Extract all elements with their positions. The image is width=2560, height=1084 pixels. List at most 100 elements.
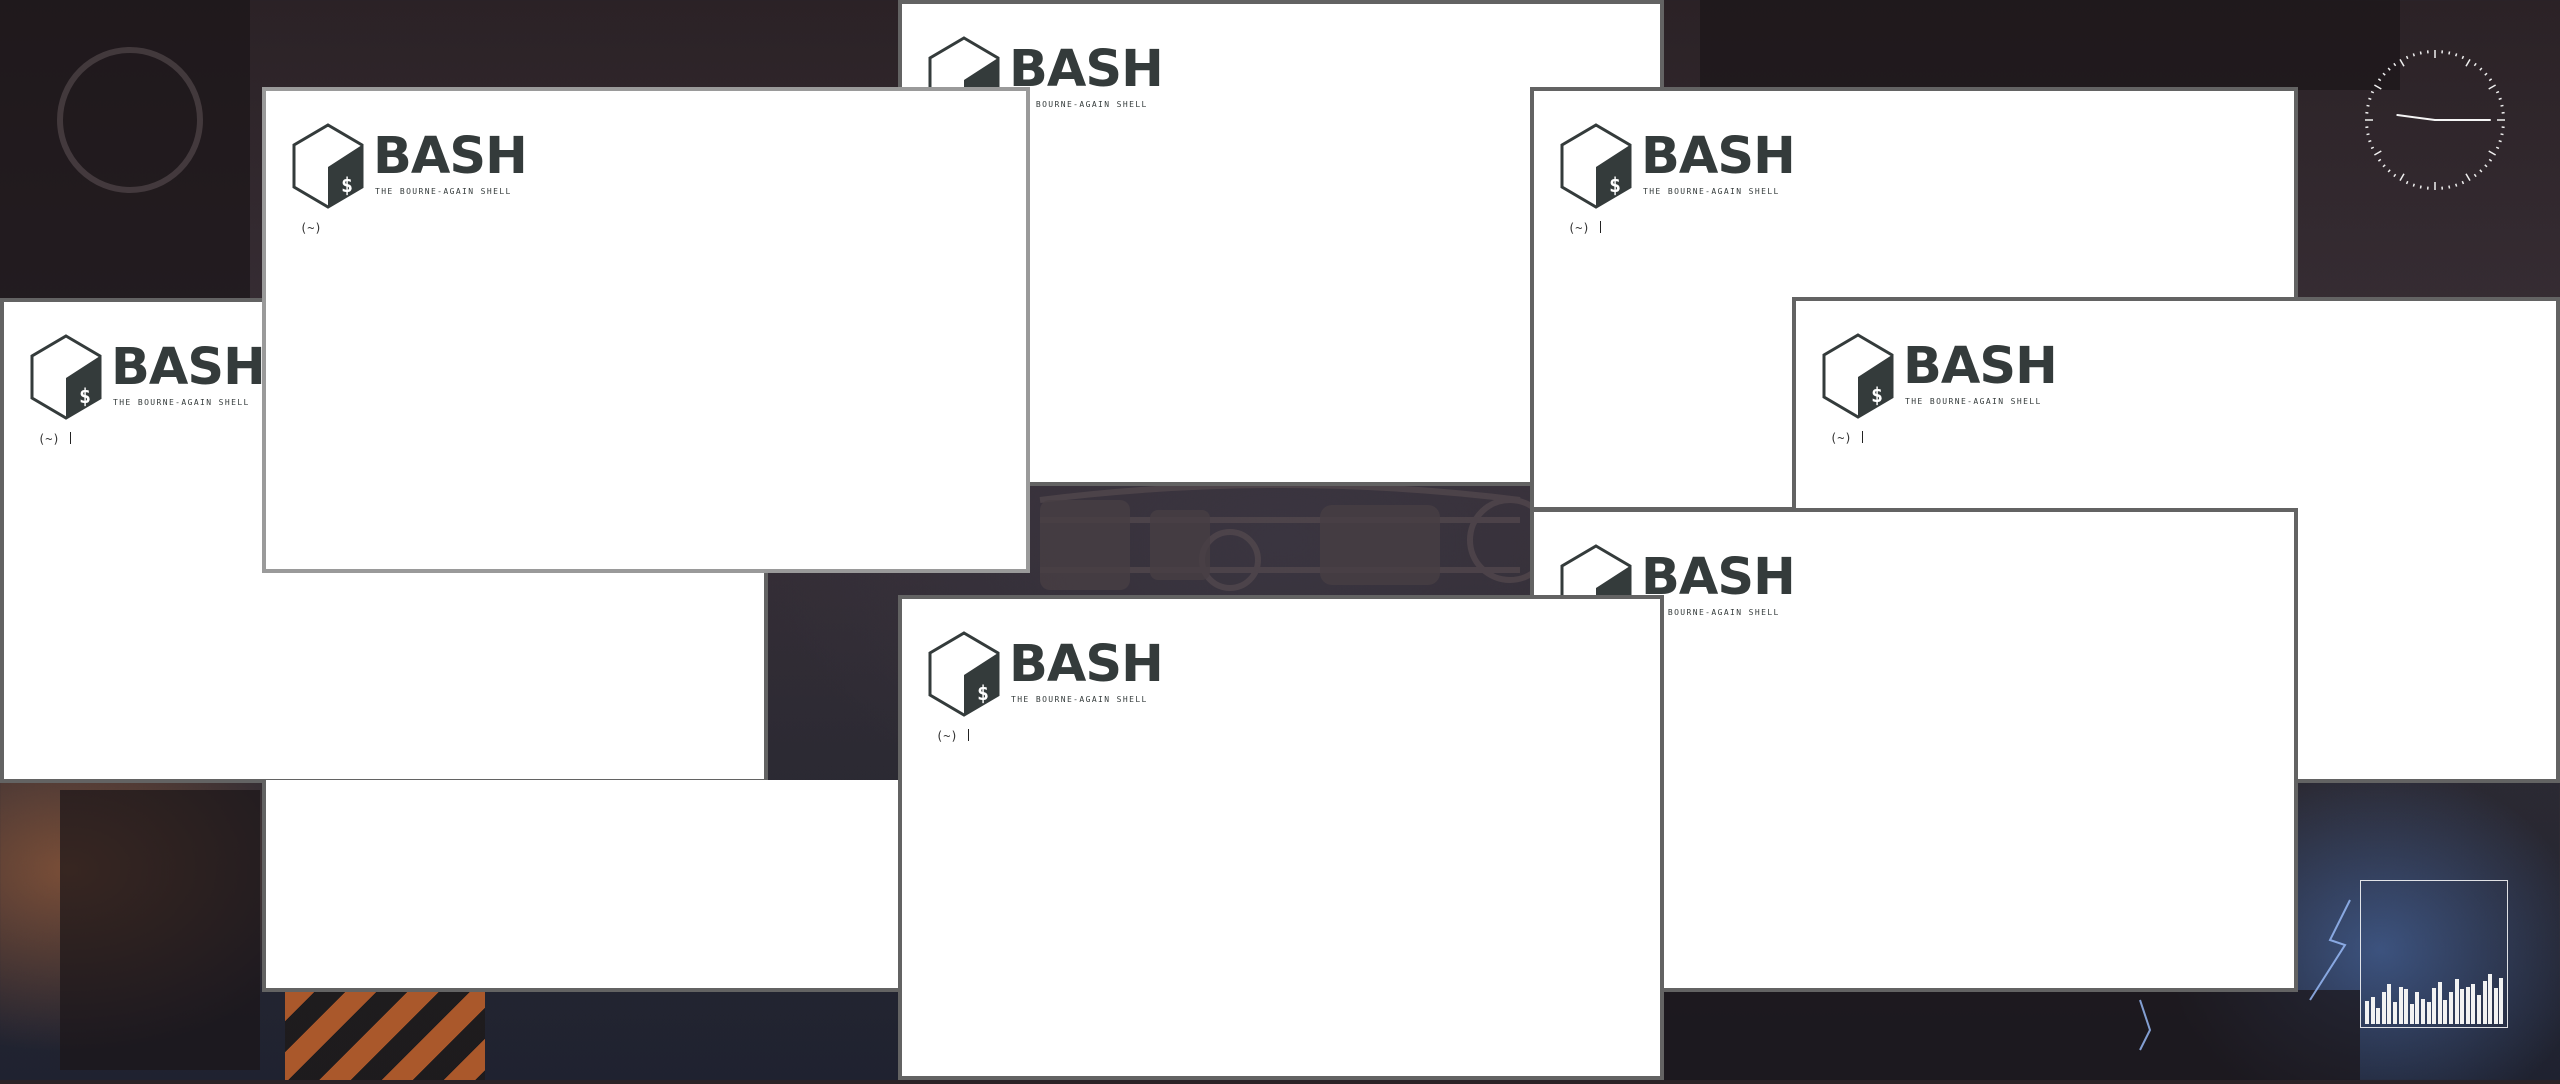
bash-title: BASH bbox=[1903, 341, 2057, 392]
visualizer-bar bbox=[2387, 984, 2391, 1024]
clock-tick bbox=[2394, 174, 2396, 176]
visualizer-bar bbox=[2466, 987, 2470, 1024]
clock-tick bbox=[2496, 147, 2499, 148]
clock-tick bbox=[2374, 151, 2381, 155]
clock-tick bbox=[2456, 53, 2457, 56]
clock-tick bbox=[2499, 98, 2502, 99]
clock-tick bbox=[2407, 56, 2408, 59]
terminal-window-left-front[interactable]: $ BASH THE BOURNE-AGAIN SHELL (~) bbox=[262, 87, 1030, 573]
clock-tick bbox=[2413, 53, 2414, 56]
visualizer-bar bbox=[2438, 982, 2442, 1024]
clock-tick bbox=[2462, 181, 2463, 184]
bash-icon: $ bbox=[1556, 121, 1636, 211]
clock-tick bbox=[2501, 134, 2504, 135]
clock-tick bbox=[2474, 174, 2476, 176]
clock-tick bbox=[2489, 151, 2496, 155]
shell-prompt[interactable]: (~) bbox=[1830, 431, 1863, 445]
visualizer-bar bbox=[2410, 1004, 2414, 1024]
clock-tick bbox=[2371, 92, 2374, 93]
bash-title: BASH bbox=[373, 131, 527, 182]
clock-tick bbox=[2400, 174, 2404, 181]
visualizer-bar bbox=[2376, 1008, 2380, 1024]
clock-tick bbox=[2383, 73, 2385, 75]
bash-subtitle: THE BOURNE-AGAIN SHELL bbox=[1011, 100, 1148, 109]
bash-subtitle: THE BOURNE-AGAIN SHELL bbox=[1905, 397, 2042, 406]
clock-tick bbox=[2394, 63, 2396, 65]
clock-tick bbox=[2489, 85, 2496, 89]
clock-tick bbox=[2501, 105, 2504, 106]
clock-tick bbox=[2367, 105, 2370, 106]
clock-tick bbox=[2489, 79, 2491, 81]
shell-prompt[interactable]: (~) bbox=[300, 221, 322, 235]
bash-subtitle: THE BOURNE-AGAIN SHELL bbox=[113, 398, 250, 407]
visualizer-bar bbox=[2415, 992, 2419, 1024]
clock-tick bbox=[2466, 174, 2470, 181]
visualizer-bar bbox=[2421, 999, 2425, 1024]
terminal-window-bottom-center[interactable]: $ BASH THE BOURNE-AGAIN SHELL (~) bbox=[898, 595, 1664, 1080]
bash-logo: $ BASH THE BOURNE-AGAIN SHELL bbox=[924, 629, 1134, 719]
bash-title: BASH bbox=[111, 342, 265, 393]
clock-tick bbox=[2368, 98, 2371, 99]
clock-tick bbox=[2485, 165, 2487, 167]
clock-tick bbox=[2388, 170, 2390, 172]
terminal-window-left-lower[interactable] bbox=[262, 780, 902, 992]
clock-tick bbox=[2466, 59, 2470, 66]
clock-hour-hand bbox=[2397, 115, 2435, 120]
visualizer-bar bbox=[2432, 988, 2436, 1024]
clock-tick bbox=[2383, 165, 2385, 167]
visualizer-bar bbox=[2393, 1002, 2397, 1024]
shell-prompt[interactable]: (~) bbox=[1568, 221, 1601, 235]
clock-tick bbox=[2480, 170, 2482, 172]
visualizer-bar bbox=[2488, 974, 2492, 1024]
text-cursor bbox=[70, 432, 71, 444]
bash-icon: $ bbox=[924, 629, 1004, 719]
clock-tick bbox=[2374, 85, 2381, 89]
clock-tick bbox=[2485, 73, 2487, 75]
visualizer-bars bbox=[2365, 952, 2503, 1024]
shell-prompt[interactable]: (~) bbox=[936, 729, 969, 743]
visualizer-bar bbox=[2471, 984, 2475, 1024]
bash-logo: $ BASH THE BOURNE-AGAIN SHELL bbox=[1818, 331, 2028, 421]
svg-text:$: $ bbox=[1609, 173, 1621, 197]
bash-logo: $ BASH THE BOURNE-AGAIN SHELL bbox=[1556, 121, 1766, 211]
visualizer-bar bbox=[2460, 989, 2464, 1024]
bash-icon: $ bbox=[1818, 331, 1898, 421]
clock-tick bbox=[2462, 56, 2463, 59]
clock-tick bbox=[2449, 52, 2450, 55]
visualizer-bar bbox=[2477, 995, 2481, 1024]
visualizer-bar bbox=[2443, 1000, 2447, 1024]
visualizer-bar bbox=[2483, 981, 2487, 1024]
clock-tick bbox=[2413, 184, 2414, 187]
bash-icon: $ bbox=[26, 332, 106, 422]
bash-subtitle: THE BOURNE-AGAIN SHELL bbox=[1011, 695, 1148, 704]
visualizer-bar bbox=[2404, 989, 2408, 1024]
visualizer-bar bbox=[2494, 988, 2498, 1024]
visualizer-bar bbox=[2399, 987, 2403, 1024]
clock-tick bbox=[2407, 181, 2408, 184]
audio-visualizer-icon bbox=[2360, 880, 2508, 1028]
bash-title: BASH bbox=[1641, 552, 1795, 603]
visualizer-bar bbox=[2382, 992, 2386, 1024]
bash-subtitle: THE BOURNE-AGAIN SHELL bbox=[375, 187, 512, 196]
text-cursor bbox=[1600, 221, 1601, 233]
text-cursor bbox=[1862, 431, 1863, 443]
clock-tick bbox=[2449, 186, 2450, 189]
clock-tick bbox=[2368, 141, 2371, 142]
bash-logo: $ BASH THE BOURNE-AGAIN SHELL bbox=[26, 332, 236, 422]
analog-clock-icon bbox=[2360, 45, 2510, 195]
clock-tick bbox=[2400, 59, 2404, 66]
bash-icon: $ bbox=[288, 121, 368, 211]
svg-text:$: $ bbox=[79, 384, 91, 408]
visualizer-bar bbox=[2449, 992, 2453, 1024]
svg-text:$: $ bbox=[977, 681, 989, 705]
visualizer-bar bbox=[2499, 978, 2503, 1024]
clock-tick bbox=[2480, 68, 2482, 70]
shell-prompt[interactable]: (~) bbox=[38, 432, 71, 446]
clock-tick bbox=[2489, 159, 2491, 161]
clock-tick bbox=[2474, 63, 2476, 65]
bash-title: BASH bbox=[1009, 44, 1163, 95]
clock-tick bbox=[2420, 186, 2421, 189]
hazard-stripes bbox=[285, 990, 485, 1080]
visualizer-bar bbox=[2371, 997, 2375, 1024]
clock-tick bbox=[2371, 147, 2374, 148]
